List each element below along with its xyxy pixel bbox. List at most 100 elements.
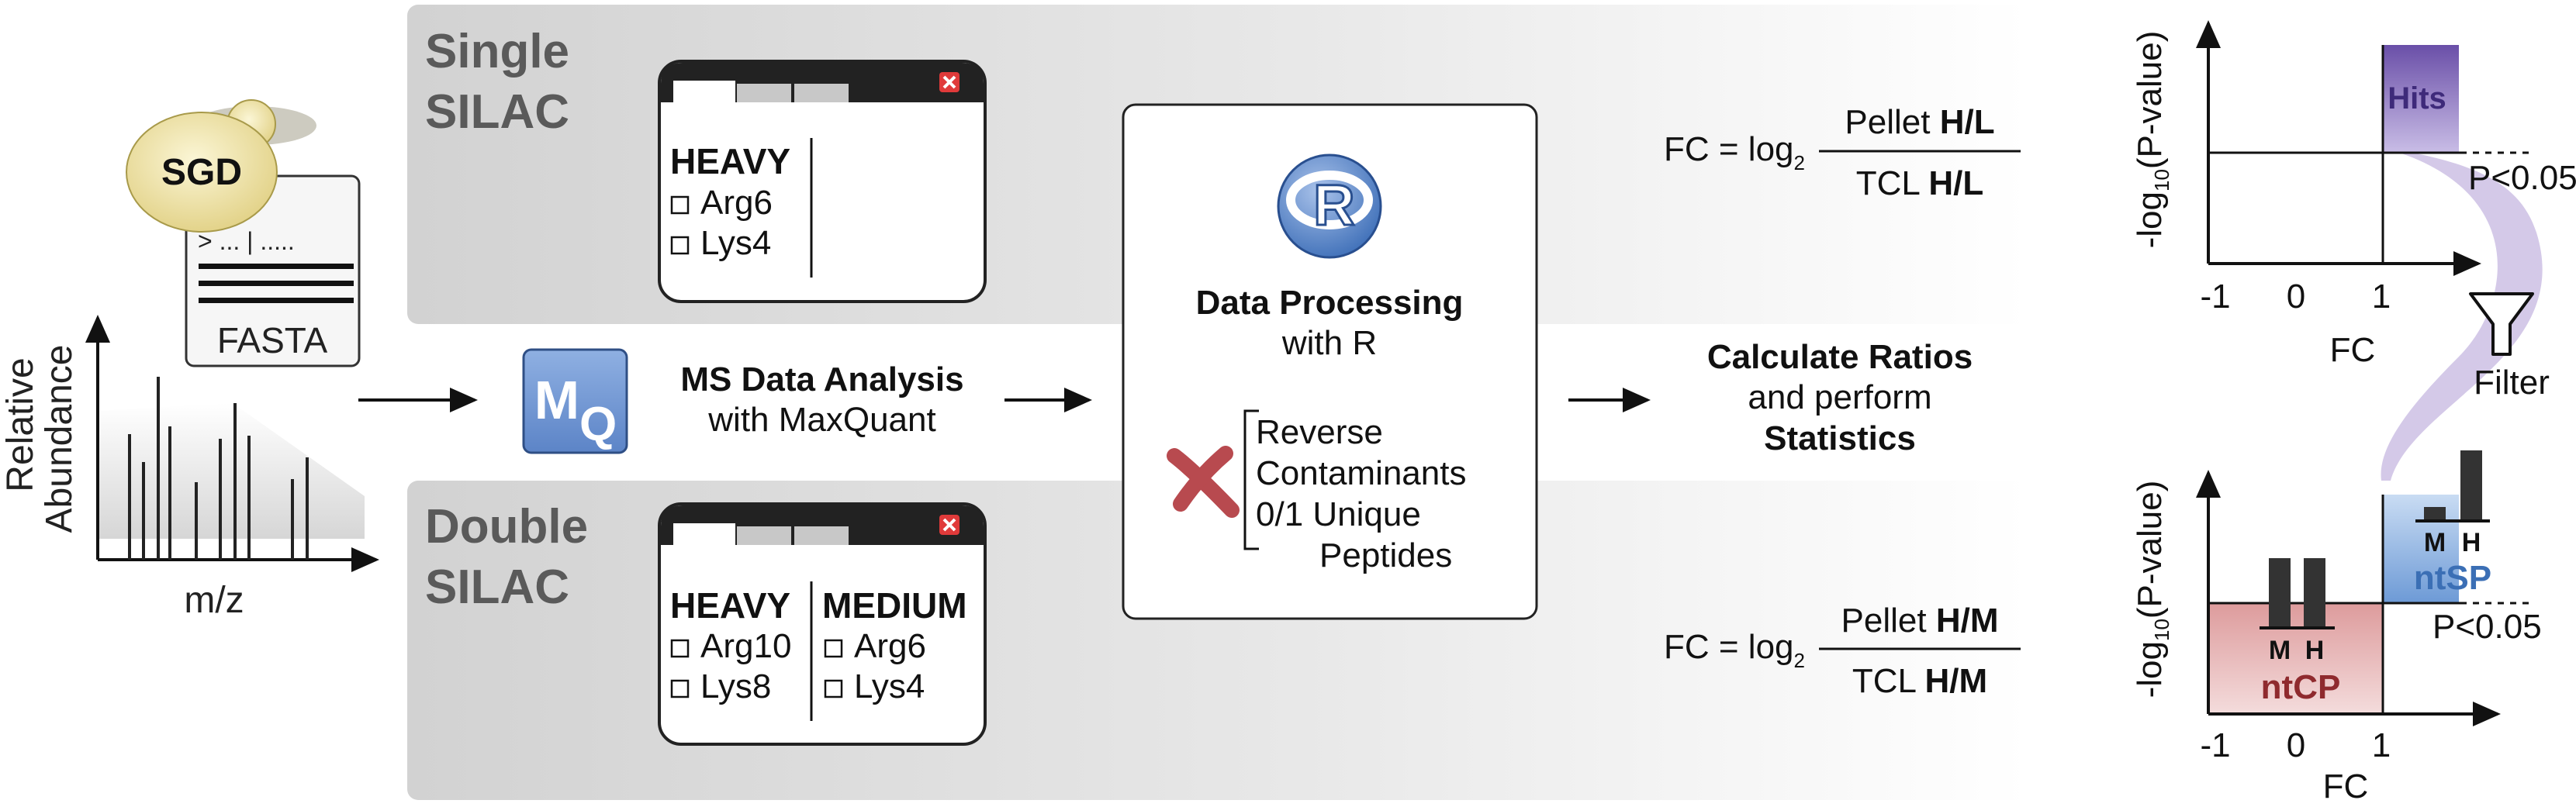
fasta-header-line: > ... | ..... [198, 227, 295, 255]
svg-text:TCL H/M: TCL H/M [1852, 662, 1987, 700]
double-denominator-a: TCL [1852, 662, 1925, 700]
maxquant-subtitle: with MaxQuant [707, 401, 935, 439]
r-processing-box: R Data Processing with R Reverse Contami… [1122, 103, 1538, 620]
top-tick-neg1: -1 [2200, 278, 2230, 316]
double-heavy-label: HEAVY [670, 585, 790, 626]
double-arg6-label: Arg6 [854, 627, 926, 665]
double-fc-prefix: FC = log [1664, 628, 1794, 666]
ntcp-h-label: H [2305, 636, 2325, 665]
filter-label: Filter [2474, 364, 2550, 402]
double-close-icon[interactable] [939, 515, 960, 535]
ntcp-label: ntCP [2261, 668, 2341, 706]
filter-contaminants: Contaminants [1256, 454, 1466, 492]
ntcp-bar-m [2269, 558, 2291, 628]
ntcp-bar-chart: M H ntCP [2260, 558, 2340, 706]
filter-unique: 0/1 Unique [1256, 495, 1421, 533]
ntsp-bar-chart: M H ntSP [2414, 450, 2491, 597]
single-arg6-checkbox[interactable] [670, 195, 690, 215]
ratios-line-2: and perform [1748, 378, 1931, 416]
bottom-tick-1: 1 [2372, 726, 2391, 764]
single-fc-formula: FC = log2 Pellet H/L TCL H/L [1664, 103, 2021, 202]
top-pvalue-label: P<0.05 [2468, 159, 2576, 197]
single-denominator-b: H/L [1928, 164, 1983, 202]
double-arg10-label: Arg10 [700, 627, 791, 665]
sgd-logo: SGD [126, 99, 316, 233]
r-logo: R [1277, 153, 1382, 259]
volcano-plot-top: Hits P<0.05 -1 0 1 FC -log10(P-value) [2131, 20, 2576, 369]
bottom-ylabel: -log10(P-value) [2131, 481, 2173, 698]
svg-text:Pellet H/M: Pellet H/M [1841, 602, 1999, 640]
double-silac-title-1: Double [425, 500, 588, 554]
single-silac-window: HEAVY Arg6 Lys4 [658, 60, 987, 303]
r-subtitle: with R [1281, 324, 1377, 362]
ntcp-region [2208, 603, 2383, 714]
top-tick-1: 1 [2372, 278, 2391, 316]
sgd-label: SGD [161, 152, 242, 193]
single-close-icon[interactable] [939, 72, 960, 92]
filter-funnel-icon [2469, 292, 2534, 356]
filter-bracket [1243, 409, 1259, 550]
double-medium-label: MEDIUM [822, 585, 967, 626]
double-lys8-checkbox[interactable] [670, 679, 690, 698]
single-heavy-label: HEAVY [670, 141, 790, 181]
mass-spectrum: Relative Abundance m/z [0, 315, 379, 621]
single-denominator-a: TCL [1856, 164, 1929, 202]
double-silac-title-2: SILAC [425, 560, 569, 614]
spectrum-ylabel-2: Abundance [39, 345, 80, 533]
ntcp-m-label: M [2269, 636, 2291, 665]
top-ylabel: -log10(P-value) [2131, 31, 2173, 249]
double-lys4-checkbox[interactable] [824, 679, 843, 698]
maxquant-logo: MQ [522, 348, 628, 454]
double-denominator-b: H/M [1925, 662, 1988, 700]
single-arg6-label: Arg6 [700, 184, 773, 222]
double-arg6-checkbox[interactable] [824, 639, 843, 658]
filter-peptides: Peptides [1319, 536, 1452, 574]
ntsp-bar-m [2424, 507, 2446, 521]
bottom-xlabel: FC [2323, 767, 2369, 805]
hits-region [2383, 45, 2459, 153]
filter-reverse: Reverse [1256, 413, 1383, 451]
double-lys8-label: Lys8 [700, 667, 771, 705]
top-tick-0: 0 [2287, 278, 2305, 316]
bottom-tick-neg1: -1 [2200, 726, 2230, 764]
svg-text:Pellet H/L: Pellet H/L [1845, 103, 1994, 141]
bottom-tick-0: 0 [2287, 726, 2305, 764]
maxquant-title: MS Data Analysis [680, 360, 963, 398]
ntsp-label: ntSP [2414, 559, 2491, 597]
single-silac-title-2: SILAC [425, 85, 569, 139]
single-fc-prefix: FC = log [1664, 130, 1794, 168]
fasta-label: FASTA [217, 320, 328, 360]
double-numerator-a: Pellet [1841, 602, 1936, 640]
spectrum-ylabel-1: Relative [0, 357, 41, 491]
svg-text:FC = log2: FC = log2 [1664, 130, 1805, 174]
filter-cross-icon [1167, 446, 1240, 518]
ntsp-region [2383, 495, 2459, 603]
single-silac-title-1: Single [425, 25, 569, 78]
single-numerator-a: Pellet [1845, 103, 1939, 141]
double-silac-window: HEAVY MEDIUM Arg10 Lys8 Arg6 Lys4 [658, 502, 987, 746]
bottom-pvalue-label: P<0.05 [2433, 608, 2542, 646]
single-fc-sub: 2 [1794, 151, 1805, 174]
svg-text:FC = log2: FC = log2 [1664, 628, 1805, 672]
double-lys4-label: Lys4 [854, 667, 925, 705]
ntsp-m-label: M [2424, 528, 2446, 557]
ntcp-bar-h [2304, 558, 2325, 628]
single-numerator-b: H/L [1940, 103, 1995, 141]
ratios-line-1: Calculate Ratios [1707, 338, 1973, 376]
double-fc-formula: FC = log2 Pellet H/M TCL H/M [1664, 602, 2021, 700]
svg-text:TCL H/L: TCL H/L [1856, 164, 1984, 202]
hits-label: Hits [2388, 81, 2446, 116]
double-arg10-checkbox[interactable] [670, 639, 690, 658]
top-xlabel: FC [2330, 331, 2376, 369]
spectrum-peaks [128, 377, 309, 560]
filter-swoosh [2381, 147, 2543, 481]
ratios-line-3: Statistics [1764, 419, 1916, 457]
ntsp-h-label: H [2462, 528, 2481, 557]
single-lys4-label: Lys4 [700, 224, 771, 262]
svg-text:R: R [1313, 173, 1354, 237]
single-lys4-checkbox[interactable] [670, 236, 690, 255]
r-title: Data Processing [1196, 284, 1464, 322]
double-numerator-b: H/M [1936, 602, 1999, 640]
volcano-plot-bottom: P<0.05 M H ntSP M H ntCP -1 0 1 FC -log1… [2131, 450, 2542, 805]
